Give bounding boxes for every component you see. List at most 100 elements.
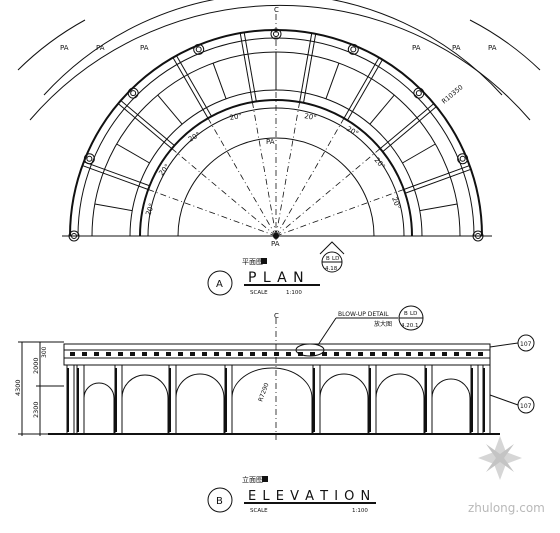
- area-tag: PA: [412, 44, 421, 52]
- plan-column-core: [415, 90, 422, 97]
- elevation-arch: [375, 373, 425, 399]
- plan-rib: [82, 165, 149, 190]
- frieze-block: [334, 352, 339, 356]
- plan-radial-guide: [275, 189, 404, 237]
- plan-column: [472, 230, 484, 242]
- plan-column-core: [475, 233, 481, 239]
- frieze-block: [370, 352, 375, 356]
- elevation-ref-top2: LD: [410, 311, 417, 317]
- elevation-title-mark: [262, 476, 268, 482]
- plan-radial-guide: [207, 118, 277, 237]
- frieze-block: [358, 352, 363, 356]
- plan-radials: [82, 32, 472, 237]
- frieze-blocks: [70, 352, 483, 356]
- plan-column-core: [71, 233, 77, 239]
- plan-rib-edge: [176, 55, 212, 117]
- plan-rib: [343, 57, 380, 119]
- pergola-inner-ring: [139, 99, 413, 237]
- area-tag: PA: [60, 44, 69, 52]
- blowup-callout-cn: 放大图: [374, 320, 392, 328]
- frieze-block: [94, 352, 99, 356]
- outer-arc-4: [469, 19, 541, 71]
- plan-radial-guide: [148, 189, 277, 237]
- plan-column: [83, 153, 95, 165]
- plan-centerline-mark: C: [274, 6, 279, 14]
- frieze-block: [214, 352, 219, 356]
- blowup-ellipse: [295, 343, 325, 357]
- plan-rib: [299, 33, 313, 103]
- plan-sub-rib: [94, 203, 133, 212]
- plan-column-core: [459, 155, 466, 162]
- plan-title-en: P L A N: [248, 270, 305, 286]
- plan-scale-value: 1:100: [286, 290, 302, 296]
- frieze-block: [250, 352, 255, 356]
- elevation-title-cn: 立面图: [242, 475, 263, 484]
- plan-radial-guide: [171, 148, 277, 237]
- angle-label: 20°: [144, 202, 156, 216]
- area-tag: PA: [452, 44, 461, 52]
- elevation-arch: [431, 378, 471, 399]
- plan-title-cn: 平面图: [242, 258, 263, 266]
- elevation-arch: [231, 367, 313, 399]
- plan-title-block: A 平面图 P L A N SCALE 1:100 B LD 4.18: [207, 241, 345, 296]
- plan-sub-rib: [157, 94, 183, 125]
- blowup-callout: BLOW-UP DETAIL: [338, 311, 389, 318]
- frieze-block: [166, 352, 171, 356]
- frieze-block: [130, 352, 135, 356]
- frieze-block: [394, 352, 399, 356]
- plan-center-tag: PA: [271, 240, 280, 248]
- elevation-ref-bottom: 4.20.1: [401, 323, 419, 329]
- elevation-arch: [175, 373, 225, 399]
- plan-column-core: [86, 155, 93, 162]
- area-tag: PA: [140, 44, 149, 52]
- plan-title-mark: [261, 258, 267, 264]
- frieze-block: [310, 352, 315, 356]
- elevation-cornice: [63, 343, 491, 351]
- elevation-view: C BLOW-UP DETAIL 放大图 B LD 4.20.1 4300 20…: [14, 305, 535, 440]
- frieze-block: [202, 352, 207, 356]
- frieze-block: [418, 352, 423, 356]
- tag-bottom: 107: [520, 403, 532, 410]
- plan-rib: [117, 103, 173, 149]
- plan-column-core: [350, 46, 357, 53]
- frieze-block: [142, 352, 147, 356]
- frieze-block: [382, 352, 387, 356]
- plan-rib-edge: [404, 168, 472, 194]
- area-tag: PA: [266, 138, 275, 146]
- area-tag: PA: [96, 44, 105, 52]
- plan-rib-edge: [243, 32, 257, 102]
- tag-leader-top: [489, 342, 519, 348]
- tag-bubble-bottom: [517, 396, 535, 414]
- frieze-block: [454, 352, 459, 356]
- elevation-bubble-letter: B: [216, 496, 223, 507]
- elevation-architrave: [63, 357, 491, 366]
- inner-dim-arc: [177, 137, 375, 237]
- plan-sub-rib: [116, 143, 150, 164]
- plan-rib: [239, 33, 253, 103]
- plan-column-core: [130, 90, 137, 97]
- frieze-block: [322, 352, 327, 356]
- plan-radial-guide: [251, 101, 277, 237]
- elevation-bubble: [207, 487, 233, 513]
- plan-sub-rib: [369, 94, 395, 125]
- plan-rib-edge: [347, 59, 383, 121]
- frieze-block: [346, 352, 351, 356]
- frieze-block: [190, 352, 195, 356]
- plan-rib-edge: [120, 100, 175, 146]
- frieze-block: [466, 352, 471, 356]
- frieze-block: [154, 352, 159, 356]
- elevation-arches: [83, 367, 471, 434]
- frieze-block: [70, 352, 75, 356]
- area-tag: PA: [488, 44, 497, 52]
- blowup-leader: [317, 317, 337, 346]
- angle-label: 20°: [304, 112, 318, 122]
- elevation-radius-label: R7290: [257, 382, 270, 403]
- plan-rib: [379, 103, 435, 149]
- plan-column-core: [195, 46, 202, 53]
- plan-radial-guide: [275, 148, 381, 237]
- plan-ref-top2: LD: [332, 256, 339, 262]
- elevation-arch: [319, 373, 369, 399]
- plan-columns: [68, 28, 484, 242]
- frieze-block: [118, 352, 123, 356]
- dim-upper-inner: 300: [41, 346, 48, 358]
